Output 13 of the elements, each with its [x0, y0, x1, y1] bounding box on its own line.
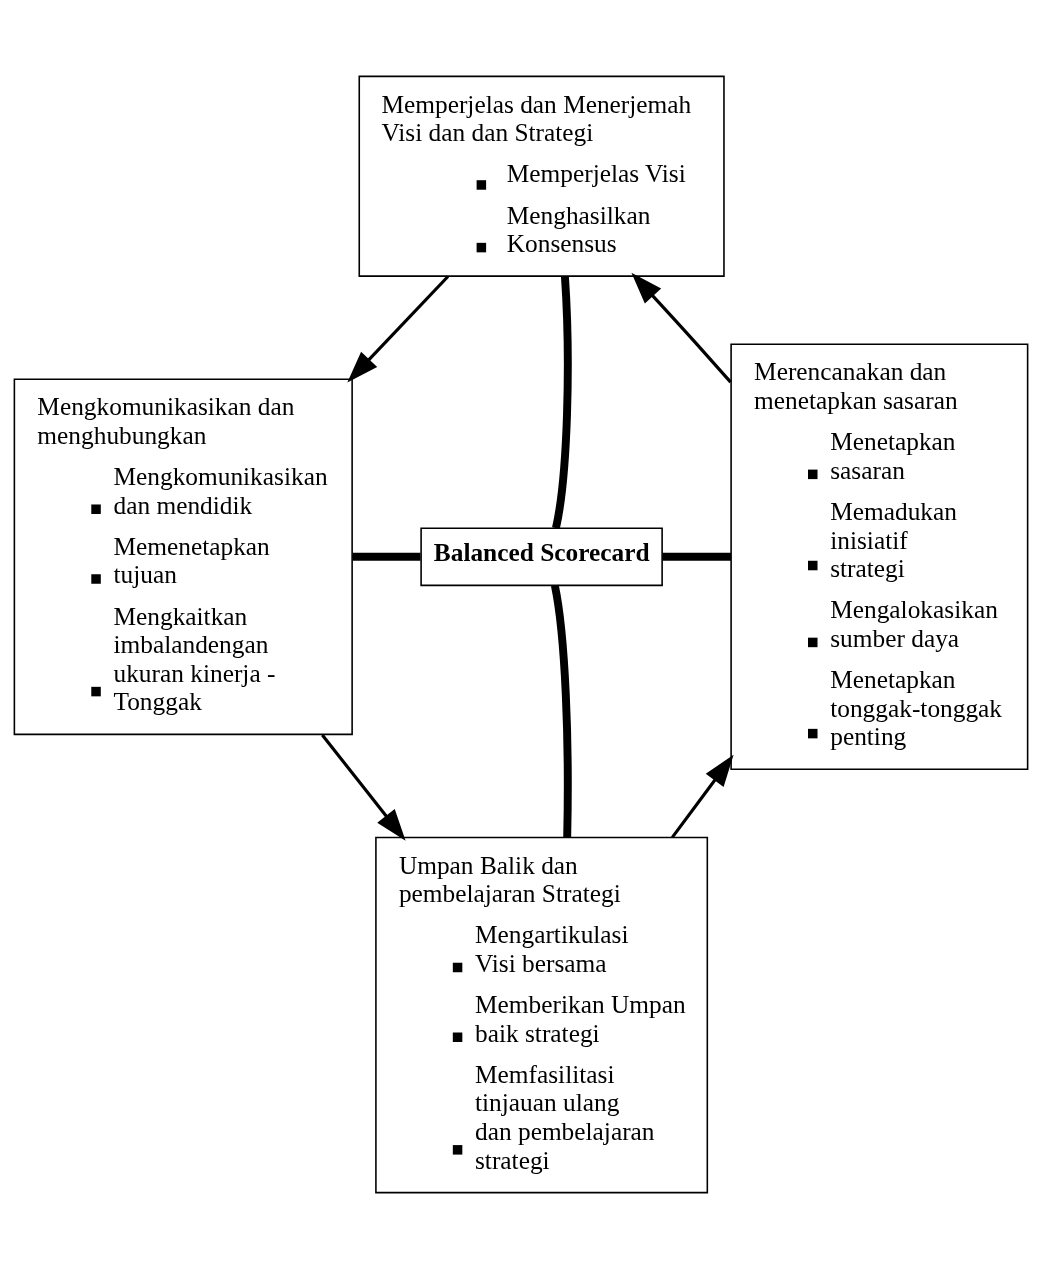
- connector: [662, 552, 731, 561]
- arrow: [321, 733, 406, 841]
- arrow: [347, 274, 450, 382]
- node-box: Merencanakan dan menetapkan sasaran Menetapkan sasaran Memadukan inisiatif strategi Mengalokasikan sumber daya Menetapkan tonggak-tonggak penting: [730, 343, 1029, 770]
- node-box: Umpan Balik dan pembelajaran Strategi Mengartikulasi Visi bersama Memberikan Umpan baik strategi Memfasilitasi tinjauan ulang dan pembelajaran strategi: [375, 836, 709, 1193]
- connector: [550, 584, 572, 837]
- node-box: Memperjelas dan Menerjemah Visi dan dan Strategi Memperjelas Visi Menghasilkan Konsensus: [358, 75, 725, 277]
- connector: [552, 275, 572, 529]
- connector: [352, 552, 421, 561]
- node-box: Mengkomunikasikan dan menghubungkan Mengkomunikasikan dan mendidik Memenetapkan tujuan Mengkaitkan imbalandengan ukuran kinerja - Tonggak: [13, 377, 353, 735]
- node-box: Balanced Scorecard: [420, 526, 663, 586]
- arrow: [671, 754, 734, 838]
- arrow: [631, 272, 732, 383]
